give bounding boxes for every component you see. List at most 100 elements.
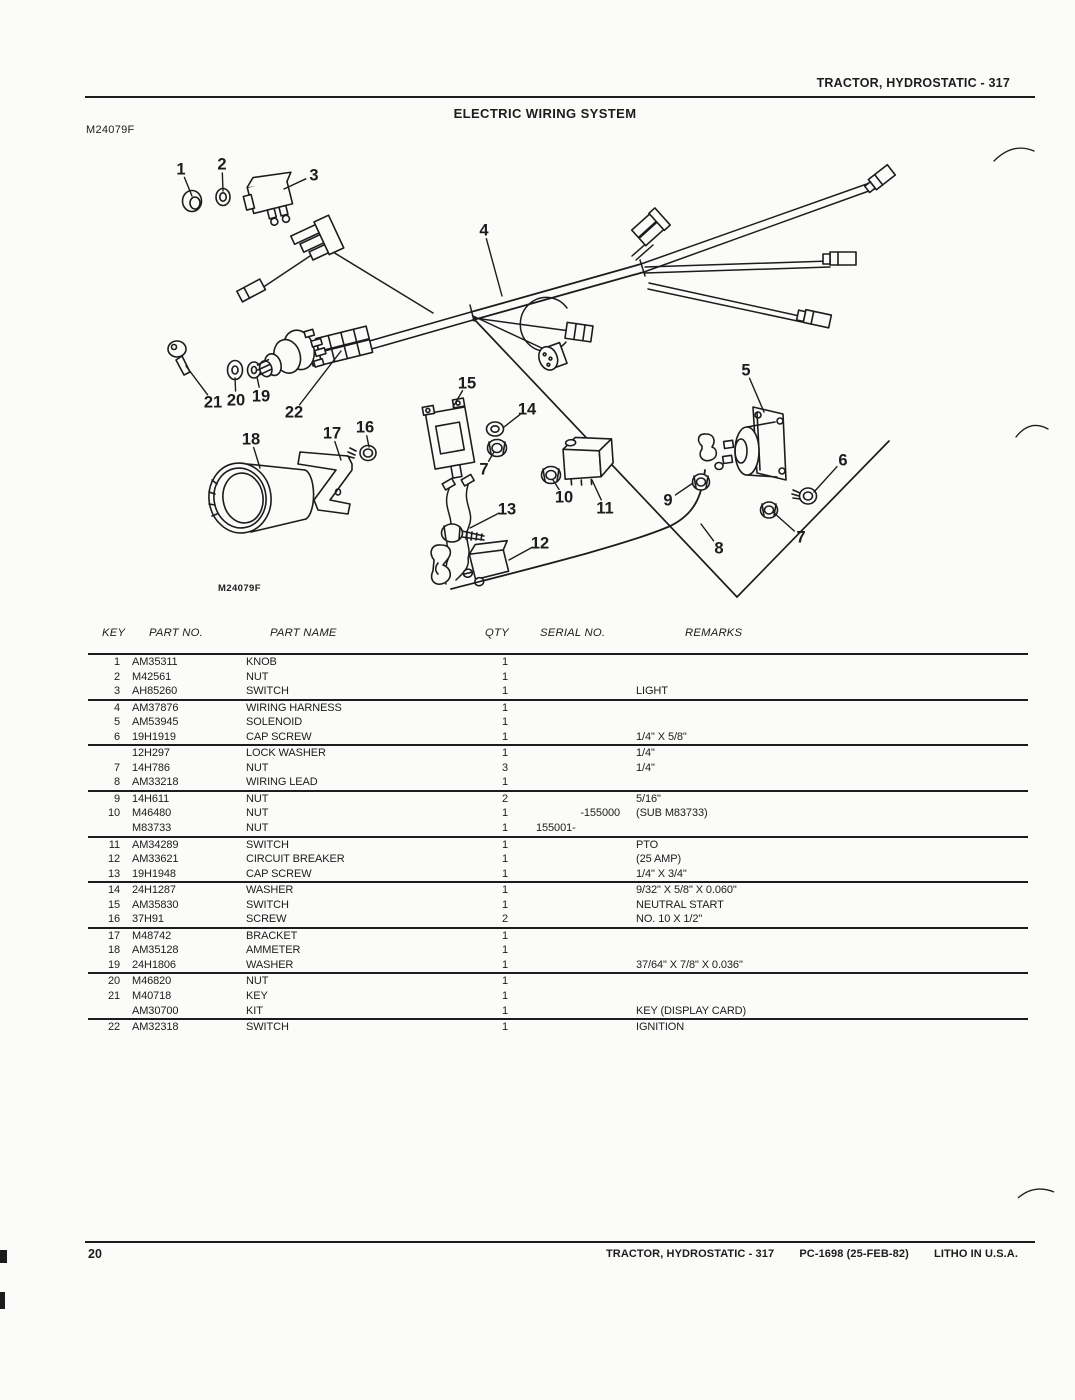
callout-leader bbox=[487, 451, 495, 462]
page-title: ELECTRIC WIRING SYSTEM bbox=[453, 106, 637, 121]
serial-cell: -155000 bbox=[580, 807, 620, 820]
qty-cell: 1 bbox=[501, 884, 509, 897]
callout-number: 2 bbox=[217, 156, 226, 174]
part-no-cell: 24H1287 bbox=[132, 884, 176, 897]
callout-leader bbox=[503, 413, 521, 428]
pto-switch-group bbox=[540, 436, 614, 486]
footer-right: TRACTOR, HYDROSTATIC - 317 PC-1698 (25-F… bbox=[0, 1248, 1018, 1260]
remarks-cell: 1/4" bbox=[636, 747, 655, 760]
footer-doc-title: TRACTOR, HYDROSTATIC - 317 bbox=[605, 1248, 775, 1260]
footer-litho: LITHO IN U.S.A. bbox=[934, 1248, 1018, 1260]
callout-leader bbox=[452, 390, 464, 408]
part-no-cell: AM53945 bbox=[132, 716, 179, 729]
part-no-cell: AM33218 bbox=[132, 776, 179, 789]
part-name-cell: WASHER bbox=[246, 958, 294, 971]
callout-leader bbox=[221, 172, 224, 192]
key-cell: 9 bbox=[113, 792, 120, 805]
solenoid-group bbox=[691, 406, 818, 519]
part-name-cell: SWITCH bbox=[246, 898, 289, 911]
part-no-cell: AM32318 bbox=[132, 1021, 179, 1034]
part-name-cell: CIRCUIT BREAKER bbox=[246, 853, 345, 866]
two-cavity-connector bbox=[630, 207, 672, 247]
qty-cell: 1 bbox=[501, 656, 509, 668]
remarks-cell: LIGHT bbox=[636, 685, 668, 698]
part-no-cell: 19H1919 bbox=[132, 730, 176, 743]
part-name-cell: WIRING HARNESS bbox=[246, 701, 342, 714]
three-prong-connector bbox=[290, 214, 345, 261]
qty-cell: 1 bbox=[501, 716, 509, 729]
remarks-cell: NEUTRAL START bbox=[636, 898, 724, 911]
part-name-cell: NUT bbox=[246, 807, 269, 820]
part-no-cell: AM33621 bbox=[132, 853, 179, 866]
page-curl-mark bbox=[993, 147, 1035, 162]
part-name-cell: CAP SCREW bbox=[246, 730, 312, 743]
qty-cell: 2 bbox=[501, 792, 509, 805]
harness-wires bbox=[258, 179, 890, 598]
remarks-cell: PTO bbox=[636, 838, 659, 851]
part-name-cell: NUT bbox=[246, 822, 269, 835]
qty-cell: 1 bbox=[501, 685, 509, 698]
qty-cell: 1 bbox=[501, 975, 509, 988]
harness-end-connector bbox=[863, 163, 897, 194]
callout-number: 19 bbox=[252, 388, 270, 406]
callout-leader bbox=[334, 440, 342, 461]
callout-leader bbox=[298, 350, 342, 406]
part-name-cell: CAP SCREW bbox=[246, 867, 312, 880]
qty-cell: 1 bbox=[501, 730, 509, 743]
callout-number: 15 bbox=[458, 375, 476, 393]
qty-cell: 1 bbox=[501, 670, 509, 683]
remarks-cell: 37/64" X 7/8" X 0.036" bbox=[636, 958, 743, 971]
breaker-group bbox=[430, 523, 510, 587]
scan-edge-mark bbox=[0, 1292, 5, 1309]
key-cell: 22 bbox=[107, 1021, 120, 1034]
page-curl-mark bbox=[1015, 424, 1049, 438]
page-curl-mark bbox=[1017, 1188, 1055, 1199]
column-header: SERIAL NO. bbox=[540, 627, 606, 639]
qty-cell: 1 bbox=[501, 958, 509, 971]
callout-leader bbox=[252, 446, 261, 469]
key-cell: 5 bbox=[113, 716, 120, 729]
key-cell: 12 bbox=[107, 853, 120, 866]
qty-cell: 1 bbox=[501, 701, 509, 714]
key-cell: 17 bbox=[107, 929, 120, 942]
part-name-cell: KNOB bbox=[246, 656, 277, 668]
qty-cell: 1 bbox=[501, 822, 509, 835]
remarks-cell: 1/4" X 5/8" bbox=[636, 730, 687, 743]
part-no-cell: 37H91 bbox=[132, 913, 164, 926]
part-no-cell: AM35128 bbox=[132, 944, 179, 957]
spade-terminal bbox=[822, 251, 857, 266]
key-cell: 1 bbox=[113, 656, 120, 668]
qty-cell: 2 bbox=[501, 913, 509, 926]
part-name-cell: WIRING LEAD bbox=[246, 776, 318, 789]
part-name-cell: NUT bbox=[246, 761, 269, 774]
remarks-cell: (25 AMP) bbox=[636, 853, 682, 866]
key-cell: 4 bbox=[113, 701, 120, 714]
part-name-cell: KEY bbox=[246, 990, 268, 1003]
callout-number: 17 bbox=[323, 425, 341, 443]
callout-leader bbox=[256, 376, 260, 388]
part-no-cell: 12H297 bbox=[132, 747, 170, 760]
column-header: KEY bbox=[102, 627, 126, 639]
part-name-cell: WASHER bbox=[246, 884, 294, 897]
callout-number: 20 bbox=[227, 392, 245, 410]
remarks-cell: 9/32" X 5/8" X 0.060" bbox=[636, 884, 737, 897]
column-header: REMARKS bbox=[685, 627, 743, 639]
qty-cell: 1 bbox=[501, 929, 509, 942]
callout-number: 4 bbox=[479, 222, 489, 240]
part-name-cell: BRACKET bbox=[246, 929, 298, 942]
part-no-cell: M83733 bbox=[132, 822, 172, 835]
callout-leader bbox=[366, 435, 370, 448]
